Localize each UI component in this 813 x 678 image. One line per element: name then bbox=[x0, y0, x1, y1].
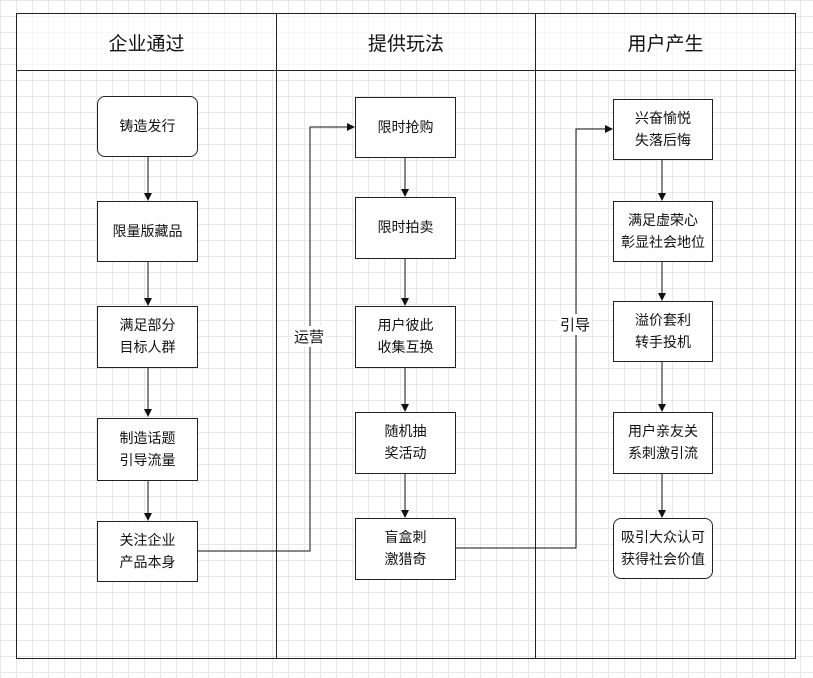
node-blind-box: 盲盒刺 激猎奇 bbox=[355, 518, 456, 580]
node-focus-product: 关注企业 产品本身 bbox=[97, 521, 198, 582]
edge-label-operate: 运营 bbox=[292, 326, 327, 347]
node-user-exchange: 用户彼此 收集互换 bbox=[355, 306, 456, 368]
node-speculation: 溢价套利 转手投机 bbox=[613, 301, 713, 362]
lane-header-gameplay: 提供玩法 bbox=[277, 14, 535, 71]
node-public-recognition: 吸引大众认可 获得社会价值 bbox=[613, 518, 713, 579]
node-lottery: 随机抽 奖活动 bbox=[355, 412, 456, 474]
node-limited-edition: 限量版藏品 bbox=[97, 201, 198, 262]
node-flash-sale: 限时抢购 bbox=[355, 97, 456, 158]
node-create-topic: 制造话题 引导流量 bbox=[97, 418, 198, 481]
node-flash-auction: 限时拍卖 bbox=[355, 197, 456, 259]
swimlane-gameplay: 提供玩法 bbox=[276, 13, 536, 659]
node-referral: 用户亲友关 系刺激引流 bbox=[613, 412, 713, 474]
swimlane-user: 用户产生 bbox=[535, 13, 796, 659]
edge-label-guide: 引导 bbox=[558, 314, 593, 335]
lane-header-user: 用户产生 bbox=[536, 14, 795, 71]
node-target-group: 满足部分 目标人群 bbox=[97, 306, 198, 368]
swimlane-enterprise: 企业通过 bbox=[16, 13, 277, 659]
node-vanity: 满足虚荣心 彰显社会地位 bbox=[613, 201, 713, 262]
edge-p5-u1 bbox=[456, 125, 613, 549]
lane-header-enterprise: 企业通过 bbox=[17, 14, 276, 71]
edge-c5-p1 bbox=[198, 123, 355, 552]
node-mint-issue: 铸造发行 bbox=[97, 96, 198, 157]
node-excited-regret: 兴奋愉悦 失落后悔 bbox=[613, 99, 713, 160]
